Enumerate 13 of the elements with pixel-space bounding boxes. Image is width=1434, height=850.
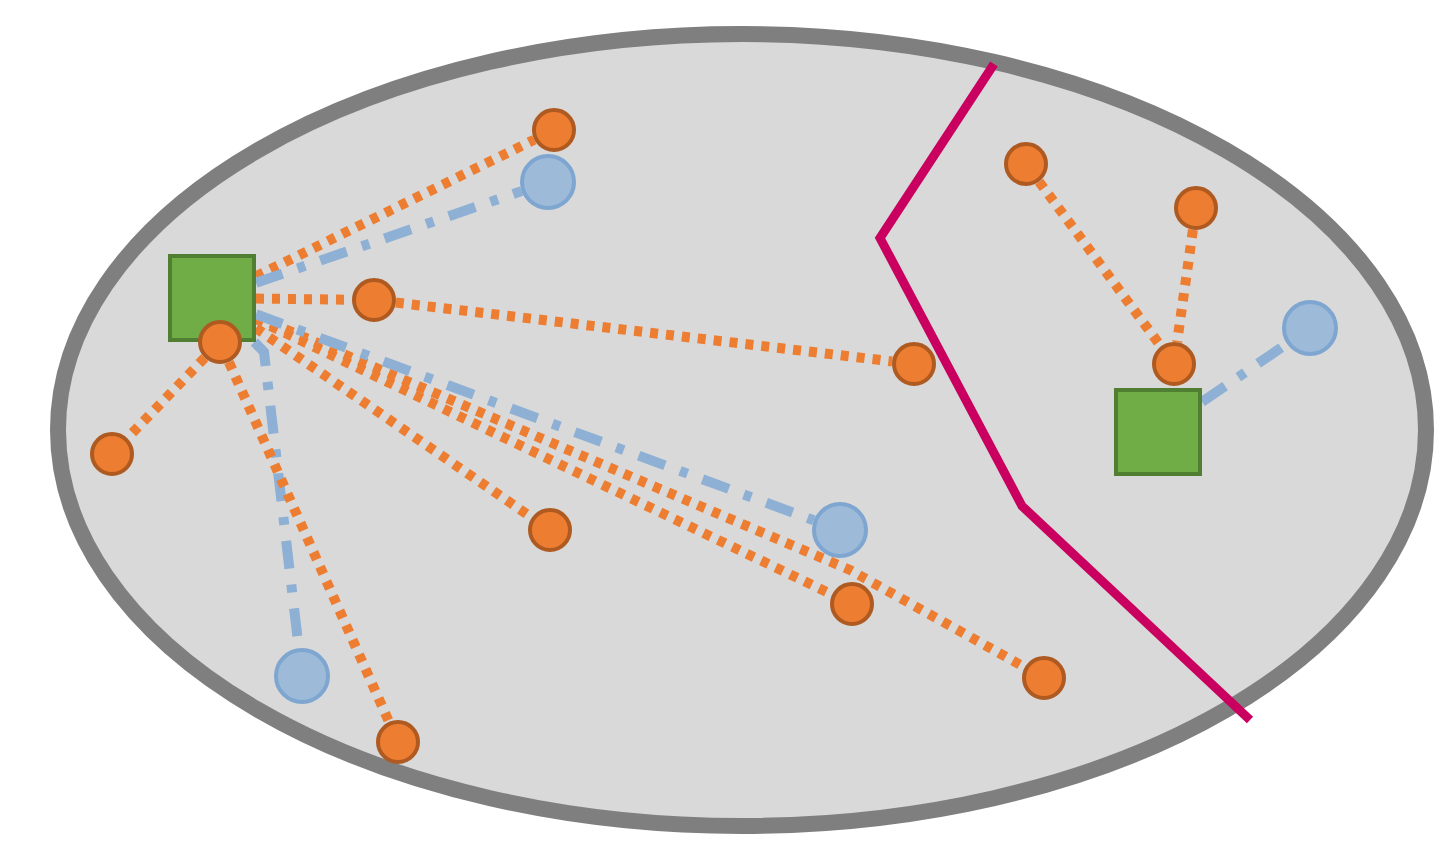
dash-dot-line [254, 309, 816, 525]
square-node [1114, 388, 1202, 476]
dash-dot-line [254, 186, 524, 288]
dotted-line [395, 297, 893, 367]
dotted-line [253, 135, 537, 281]
dash-dot-line [1199, 339, 1290, 406]
square-node [168, 254, 256, 342]
dotted-line [123, 354, 209, 442]
dotted-line [253, 324, 535, 522]
ellipse-region [50, 26, 1434, 834]
dotted-line [1172, 229, 1198, 343]
dotted-line [1035, 178, 1165, 350]
dotted-line [224, 360, 394, 724]
